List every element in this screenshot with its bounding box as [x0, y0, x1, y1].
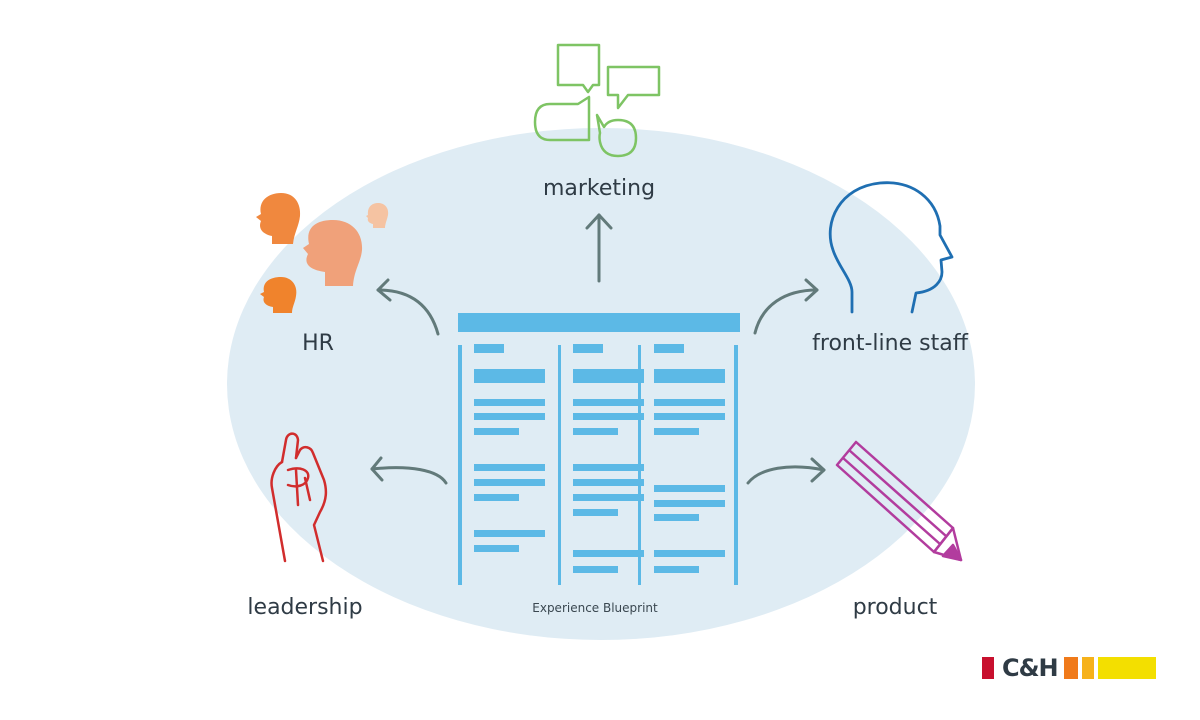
people-heads-icon [256, 193, 389, 313]
label-marketing: marketing [542, 176, 656, 201]
label-leadership: leadership [247, 595, 363, 620]
raised-hand-icon [270, 432, 328, 563]
background-ellipse [227, 128, 975, 640]
label-hr: HR [302, 331, 334, 356]
hr-head-large [303, 220, 363, 286]
logo-red-block [982, 657, 994, 679]
hr-head-tiny [366, 203, 389, 228]
arrow-to-marketing [585, 213, 613, 283]
arrow-to-product [746, 457, 826, 485]
label-front-line-staff: front-line staff [812, 331, 968, 356]
arrow-to-leadership [370, 456, 448, 485]
speech-bubbles-icon [533, 43, 661, 158]
arrows [370, 213, 826, 485]
label-product: product [852, 595, 938, 620]
logo-text: C&H [1002, 654, 1059, 682]
blueprint-icon [458, 313, 740, 585]
logo-amber-block [1081, 657, 1094, 679]
arrow-to-front-line-staff [753, 278, 819, 335]
company-logo: C&H [982, 656, 1156, 680]
logo-orange-block [1063, 657, 1078, 679]
arrow-to-hr [376, 278, 440, 336]
head-profile-icon [828, 181, 954, 314]
hr-head-small [260, 277, 297, 313]
logo-yellow-block [1097, 657, 1156, 679]
blueprint-caption: Experience Blueprint [532, 601, 658, 615]
hr-head-medium [256, 193, 301, 244]
pencil-icon [835, 440, 963, 562]
